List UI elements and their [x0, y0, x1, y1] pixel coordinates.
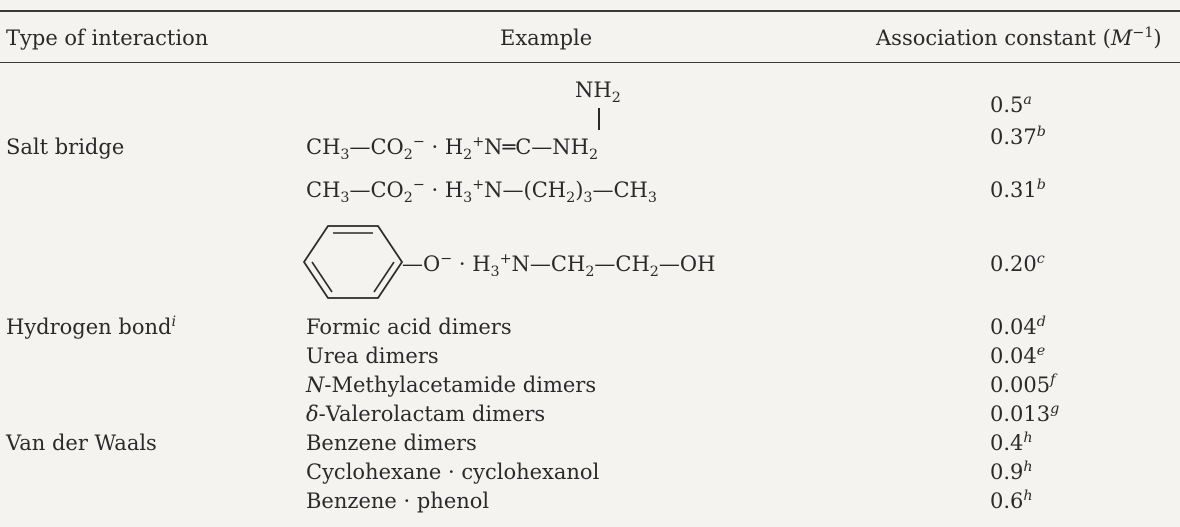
hbond-example-n-methylacetamide: N-Methylacetamide dimers [306, 373, 597, 397]
salt-bridge-value-3: 0.31b [990, 177, 1046, 202]
hbond-value-valerolactam: 0.013g [990, 401, 1060, 426]
salt-bridge-value-4: 0.20c [990, 251, 1045, 276]
vdw-value-cyclohexane-cyclohexanol: 0.9h [990, 459, 1033, 484]
header-rule [0, 62, 1180, 63]
salt-bridge-example-1: CH3—CO2− · H2+N═C—NH2 [306, 134, 599, 163]
guanidinium-nh2-top: NH2 [575, 78, 621, 106]
vdw-value-benzene-dimers: 0.4h [990, 430, 1033, 455]
vdw-example-cyclohexane-cyclohexanol: Cyclohexane · cyclohexanol [306, 460, 600, 484]
benzene-ring-icon [302, 225, 404, 299]
guanidinium-bond-vertical [598, 108, 600, 130]
header-type-of-interaction: Type of interaction [6, 26, 209, 50]
salt-bridge-value-1: 0.5a [990, 92, 1032, 117]
header-association-constant: Association constant (M−1) [876, 25, 1162, 50]
vdw-example-benzene-dimers: Benzene dimers [306, 431, 477, 455]
vdw-example-benzene-phenol: Benzene · phenol [306, 489, 490, 513]
hbond-value-n-methylacetamide: 0.005f [990, 372, 1056, 397]
header-example: Example [500, 26, 593, 50]
hbond-example-valerolactam: δ-Valerolactam dimers [306, 402, 546, 426]
vdw-value-benzene-phenol: 0.6h [990, 488, 1033, 513]
salt-bridge-example-2: CH3—CO2− · H3+N—(CH2)3—CH3 [306, 177, 657, 206]
hbond-value-urea: 0.04e [990, 343, 1046, 368]
hbond-example-urea: Urea dimers [306, 344, 439, 368]
van-der-waals-label: Van der Waals [6, 431, 157, 455]
hydrogen-bond-label: Hydrogen bondi [6, 314, 176, 339]
top-rule [0, 10, 1180, 12]
salt-bridge-example-3: —O− · H3+N—CH2—CH2—OH [402, 251, 716, 280]
salt-bridge-label: Salt bridge [6, 135, 125, 159]
hbond-example-formic-acid: Formic acid dimers [306, 315, 512, 339]
hbond-value-formic-acid: 0.04d [990, 314, 1046, 339]
salt-bridge-value-2: 0.37b [990, 124, 1046, 149]
